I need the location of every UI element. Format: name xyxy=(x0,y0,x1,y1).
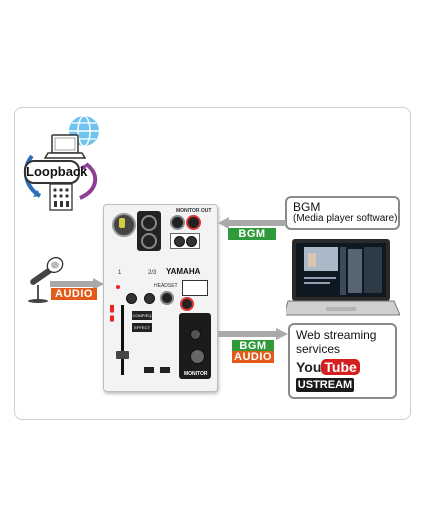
ch23-label: 2/3 xyxy=(148,270,157,276)
youtube-you: You xyxy=(296,359,322,375)
effect-button[interactable]: EFFECT xyxy=(132,323,152,332)
audio-input-arrow xyxy=(50,278,104,290)
stream-arrow xyxy=(218,328,288,340)
model-logo xyxy=(182,280,208,296)
bgm-arrow xyxy=(218,217,286,229)
loop-arrow-purple xyxy=(79,162,97,200)
laptop-icon xyxy=(43,134,87,159)
fader-track xyxy=(121,305,124,375)
loopback-icon-group xyxy=(23,115,99,211)
monitor-panel xyxy=(179,313,211,379)
streaming-title-line1: Web streaming xyxy=(296,328,377,342)
laptop-computer-icon xyxy=(286,239,400,316)
mini-mixer-icon xyxy=(49,183,73,211)
monitor-label: MONITOR xyxy=(184,371,208,377)
ustream-logo: USTREAM xyxy=(296,378,354,392)
bgm-box: BGM (Media player software) xyxy=(285,196,400,230)
audio-input-tag: AUDIO xyxy=(51,288,97,300)
streaming-title-line2: services xyxy=(296,342,341,356)
yamaha-logo: YAMAHA xyxy=(166,267,201,276)
fader-handle[interactable] xyxy=(116,351,129,359)
stream-bgm-tag: BGM xyxy=(232,340,274,352)
youtube-tube: Tube xyxy=(321,359,360,375)
ch1-label: 1 xyxy=(118,270,122,276)
headset-label: HEADSET xyxy=(154,283,178,289)
mixer-device: MONITOR OUT 1 2/3 YAMAHA HEADSET COMP/EQ… xyxy=(103,204,218,392)
monitor-out-label: MONITOR OUT xyxy=(176,208,212,214)
bgm-tag: BGM xyxy=(228,228,276,240)
bgm-subtitle: (Media player software) xyxy=(293,213,398,224)
loopback-label: Loopback xyxy=(24,160,87,184)
microphone-icon xyxy=(28,257,64,303)
stream-audio-tag: AUDIO xyxy=(232,351,274,363)
bgm-title: BGM xyxy=(293,200,321,214)
comp-eq-button[interactable]: COMP/EQ xyxy=(132,311,152,320)
